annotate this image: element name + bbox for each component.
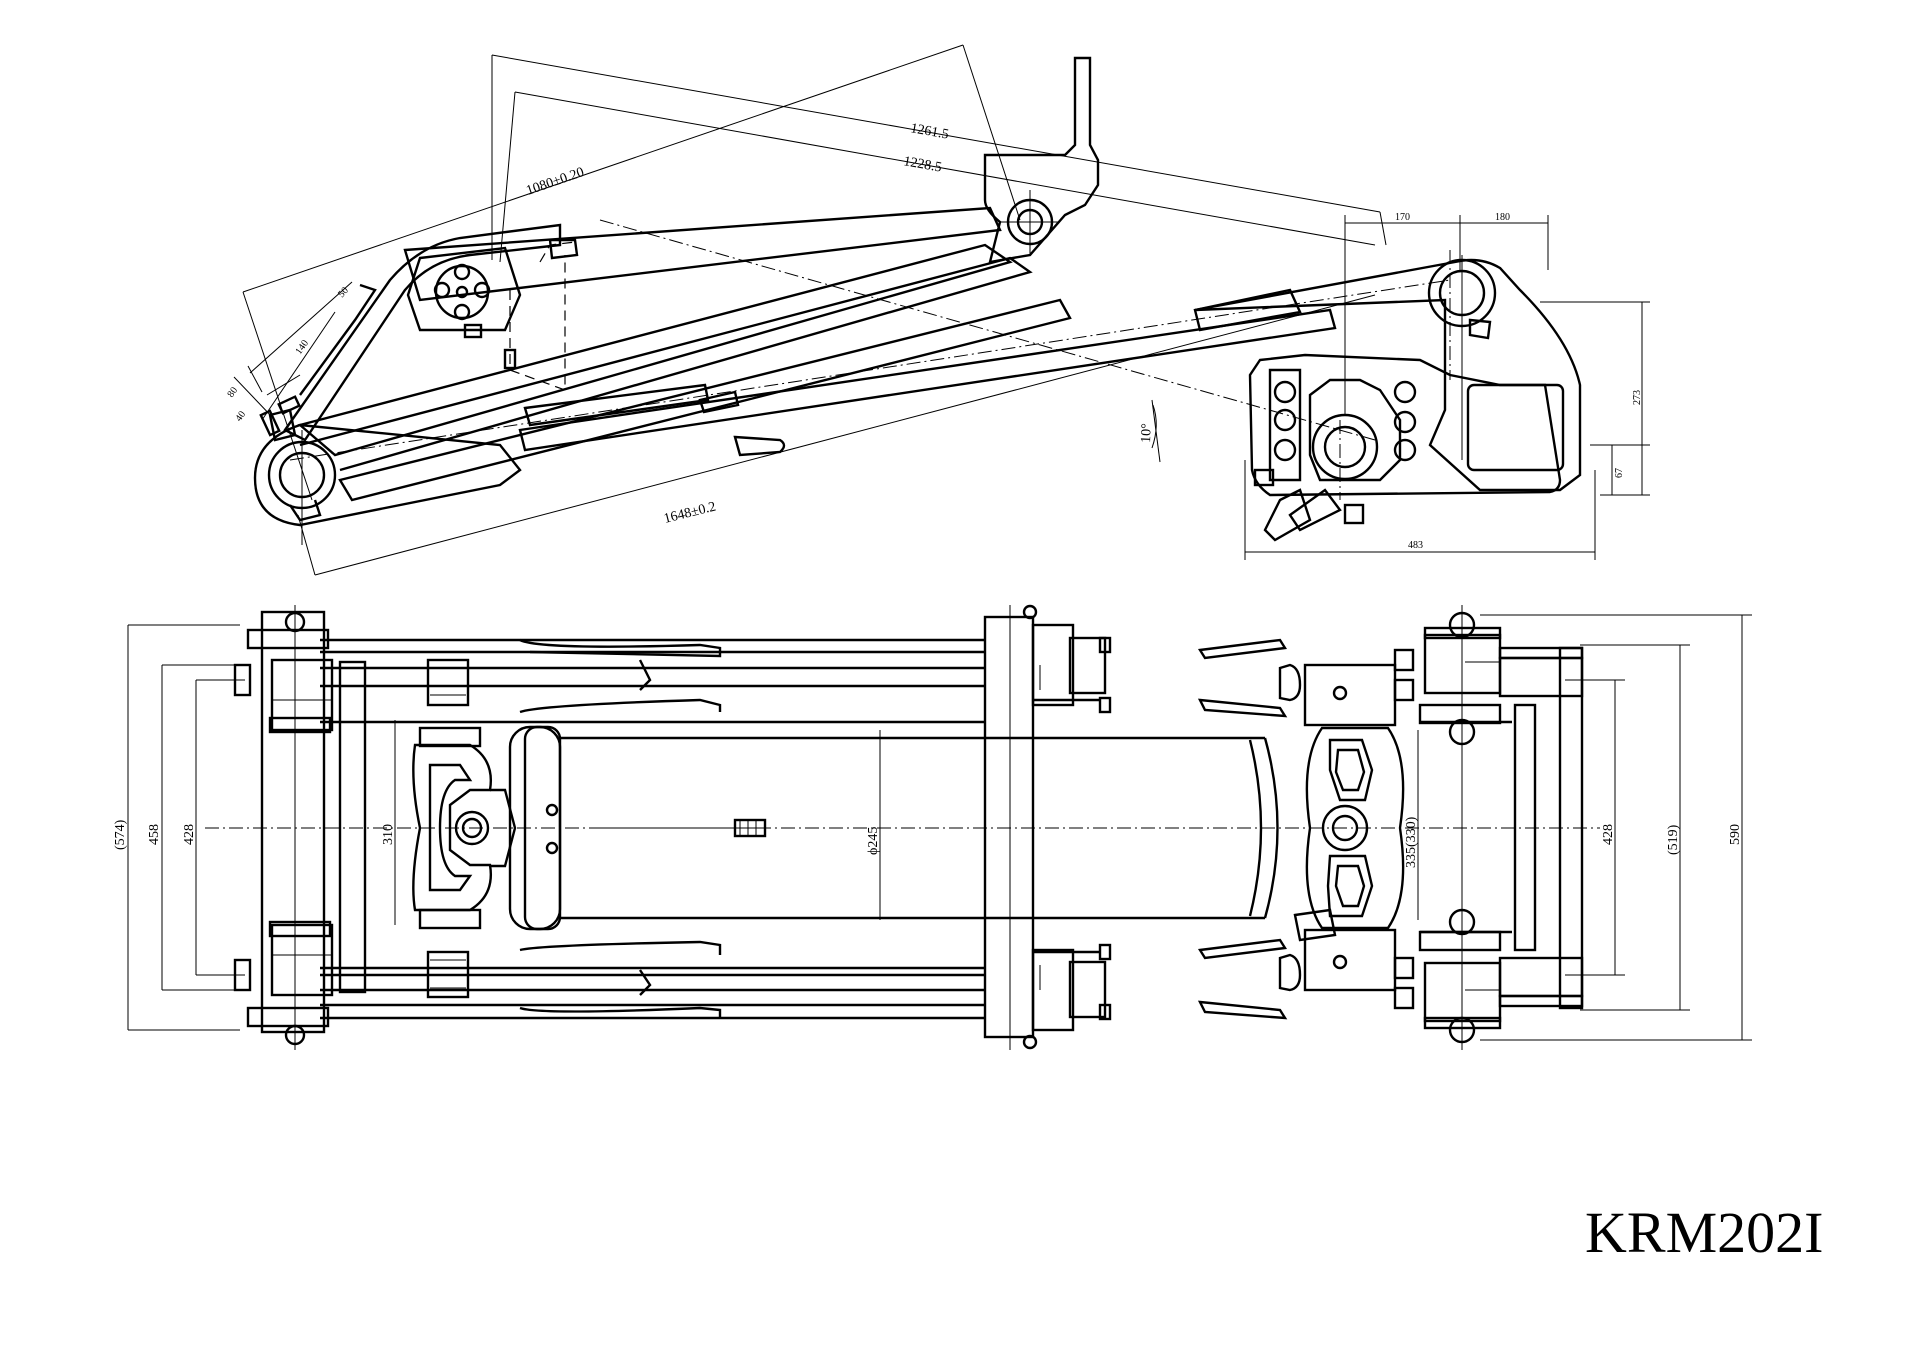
side-centerline [599, 219, 1376, 441]
dim-335: 335(330) [1404, 816, 1419, 868]
cylinder-head [406, 246, 522, 332]
top-view [127, 604, 1752, 1050]
cylinder-rod [283, 223, 562, 442]
dim-140: 140 [293, 338, 311, 357]
left-yoke [412, 726, 517, 930]
part-number: KRM202I [1585, 1200, 1823, 1265]
dim-angle: 10° [1139, 423, 1155, 443]
dim-80: 80 [225, 385, 240, 400]
upper-arm [403, 206, 1002, 302]
dim-428-left: 428 [182, 824, 197, 845]
hydraulic-fitting [733, 435, 786, 457]
side-dimension-labels: 1261.5 1228.5 1080±0.20 1648±0.2 50 140 … [225, 121, 1643, 551]
dim-428-right: 428 [1601, 824, 1616, 845]
dim-310: 310 [381, 824, 396, 845]
yoke-pin [454, 810, 490, 846]
top-dimension-lines [127, 614, 1752, 1041]
top-dimension-labels: (574) 458 428 310 ϕ245 335(330) 428 (519… [113, 816, 1743, 868]
dim-50: 50 [336, 285, 351, 300]
left-bolt-clusters [426, 658, 470, 999]
side-rails [320, 638, 985, 1020]
right-center-boss [1311, 413, 1379, 481]
dim-40: 40 [233, 409, 248, 424]
dim-574: (574) [113, 819, 128, 850]
dim-458: 458 [147, 824, 162, 845]
dim-273: 273 [1632, 390, 1643, 405]
lower-beam [338, 298, 1072, 502]
dim-1080: 1080±0.20 [524, 165, 586, 199]
cylinder-body [508, 725, 1279, 931]
dim-67: 67 [1614, 468, 1625, 478]
dim-1228: 1228.5 [902, 154, 943, 175]
right-swing-arm [1194, 258, 1582, 492]
right-end-frame [1418, 605, 1584, 1050]
dim-1648: 1648±0.2 [662, 499, 717, 526]
dim-483: 483 [1408, 540, 1423, 551]
right-assembly [1197, 638, 1415, 1020]
pull-rod [518, 308, 1337, 452]
side-dimension-lines [233, 44, 1650, 576]
dim-245: ϕ245 [866, 827, 881, 855]
dim-180: 180 [1495, 212, 1510, 223]
hook-lever [983, 56, 1100, 264]
center-crossmember [983, 604, 1112, 1050]
right-block [1248, 353, 1562, 497]
right-yoke-pin [1321, 804, 1369, 852]
dim-519: (519) [1666, 824, 1681, 855]
left-lug [253, 423, 522, 527]
side-view [233, 44, 1650, 576]
dim-1261: 1261.5 [909, 121, 950, 142]
dim-170: 170 [1395, 212, 1410, 223]
dim-590: 590 [1728, 824, 1743, 845]
